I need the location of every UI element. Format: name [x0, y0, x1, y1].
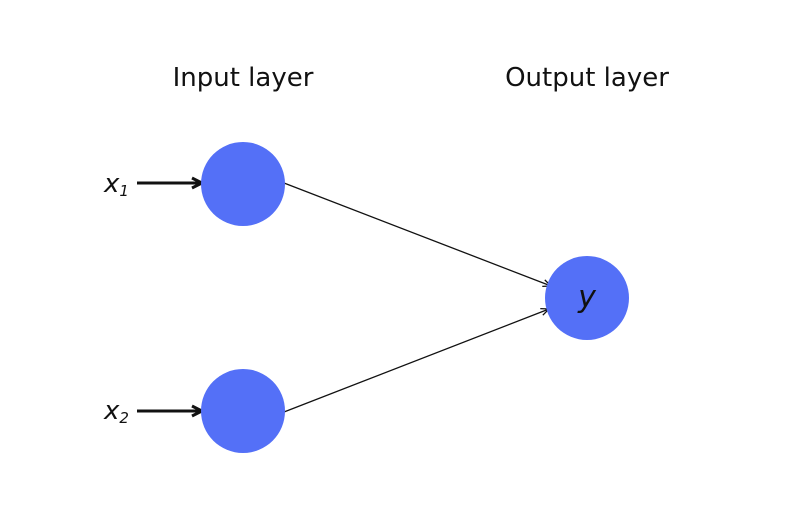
output-node [545, 256, 629, 340]
input-2-subscript: 2 [119, 409, 129, 427]
input-label-2: x2 [103, 396, 129, 427]
edge-input-2-to-output [283, 309, 549, 413]
edge-input-1-to-output [283, 182, 551, 286]
input-node-2 [201, 369, 285, 453]
input-1-symbol: x [103, 169, 120, 199]
input-2-symbol: x [103, 396, 120, 426]
input-node-1 [201, 142, 285, 226]
input-layer-title: Input layer [173, 63, 314, 93]
output-node-label: y [577, 280, 597, 315]
output-layer-title: Output layer [505, 63, 669, 93]
input-label-1: x1 [103, 169, 129, 200]
input-1-subscript: 1 [119, 182, 129, 200]
